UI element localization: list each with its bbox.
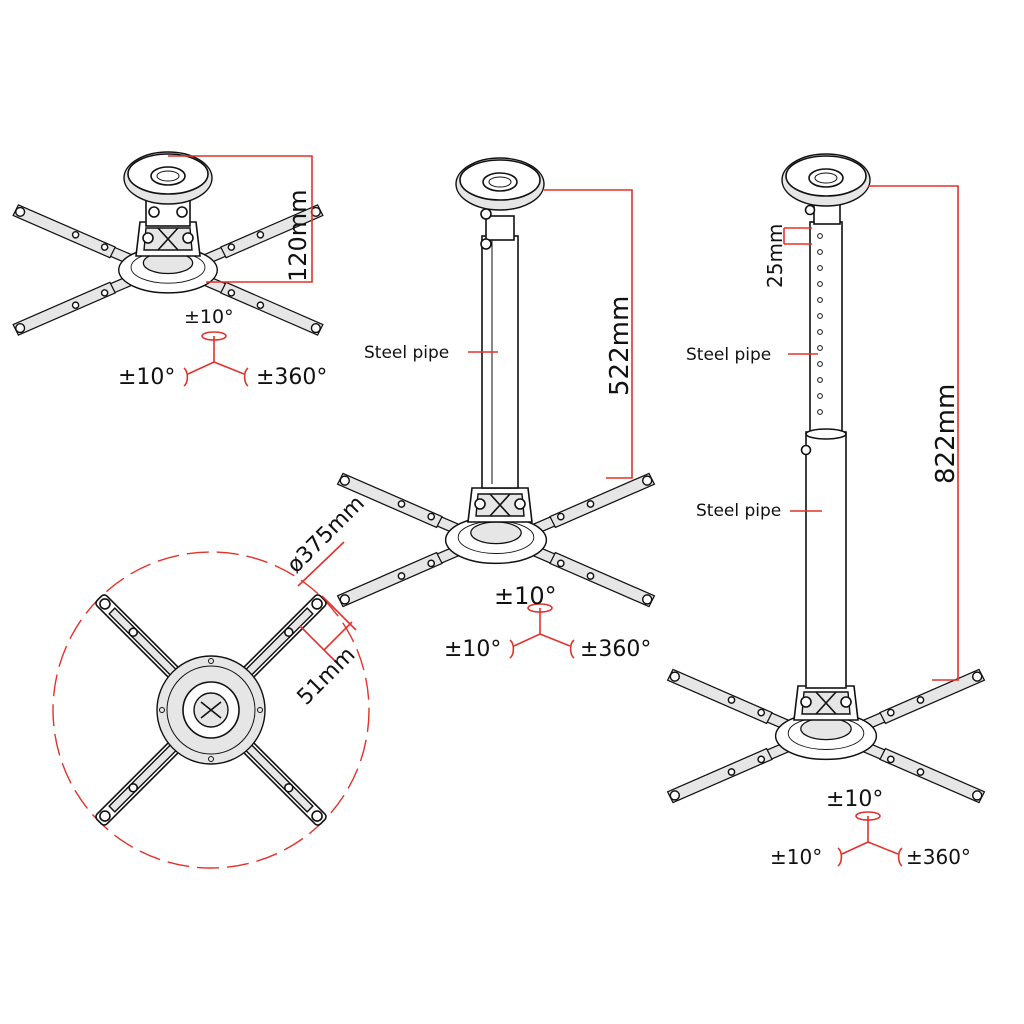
dim-375mm: ø375mm bbox=[283, 491, 370, 578]
dim-822mm: 822mm bbox=[931, 384, 961, 484]
swivel-angle-medium: ±10° bbox=[444, 637, 501, 662]
rotate-angle-short: ±360° bbox=[256, 365, 327, 390]
arm-span-circle bbox=[52, 551, 370, 869]
dim-120mm: 120mm bbox=[284, 189, 312, 282]
steel-pipe-label-medium: Steel pipe bbox=[364, 343, 449, 363]
medium-mount: Steel pipe 522mm ±10° ±10° ±360° bbox=[336, 157, 656, 662]
rotate-angle-medium: ±360° bbox=[580, 637, 651, 662]
steel-pipe-label-long-lower: Steel pipe bbox=[696, 501, 781, 521]
top-view: ø375mm 51mm bbox=[52, 491, 370, 869]
swivel-angle-short: ±10° bbox=[118, 365, 175, 390]
dim-25mm: 25mm bbox=[763, 224, 787, 288]
rotate-angle-long: ±360° bbox=[906, 845, 971, 869]
tilt-angle-long: ±10° bbox=[826, 787, 883, 812]
adjustment-holes bbox=[817, 233, 823, 415]
short-mount: 120mm ±10° ±10° ±360° bbox=[12, 151, 327, 390]
long-mount: 25mm Steel pipe Steel pipe 822mm ±10° ±1… bbox=[666, 153, 986, 869]
dim-522mm: 522mm bbox=[605, 296, 635, 396]
tilt-angle-medium: ±10° bbox=[494, 582, 557, 610]
steel-pipe-label-long-upper: Steel pipe bbox=[686, 345, 771, 365]
tilt-angle-short: ±10° bbox=[184, 306, 234, 328]
swivel-angle-long: ±10° bbox=[770, 845, 822, 869]
